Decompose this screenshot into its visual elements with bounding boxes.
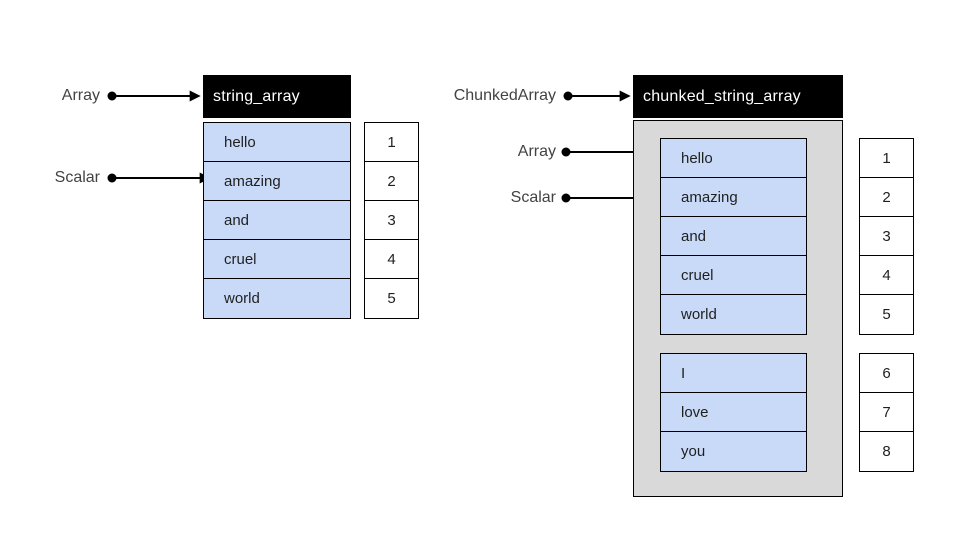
chunkedarray-pointer-label: ChunkedArray [453, 87, 556, 104]
array-cell: love [661, 393, 806, 432]
chunk-2-cells: I love you [660, 353, 807, 472]
chunk-2-index-column: 6 7 8 [859, 353, 914, 472]
array-cell: hello [661, 139, 806, 178]
array-cell: amazing [661, 178, 806, 217]
array-cell: cruel [661, 256, 806, 295]
array-cell: and [204, 201, 350, 240]
chunked-string-array-header: chunked_string_array [633, 75, 843, 118]
index-cell: 1 [365, 123, 418, 162]
array-cell: world [204, 279, 350, 318]
array-cell: hello [204, 123, 350, 162]
scalar-pointer-label: Scalar [54, 169, 100, 186]
index-cell: 3 [365, 201, 418, 240]
array-pointer-label: Array [61, 87, 100, 104]
index-cell: 2 [365, 162, 418, 201]
scalar-pointer-label: Scalar [510, 189, 556, 206]
index-cell: 8 [860, 432, 913, 471]
array-cell: I [661, 354, 806, 393]
index-cell: 6 [860, 354, 913, 393]
index-cell: 1 [860, 139, 913, 178]
array-cell: you [661, 432, 806, 471]
array-cell: cruel [204, 240, 350, 279]
array-pointer-label: Array [517, 143, 556, 160]
array-cell: amazing [204, 162, 350, 201]
string-array-cells: hello amazing and cruel world [203, 122, 351, 319]
left-array-pointer-arrow [107, 90, 201, 102]
left-scalar-pointer-arrow [107, 172, 211, 184]
index-cell: 7 [860, 393, 913, 432]
string-array-index-column: 1 2 3 4 5 [364, 122, 419, 319]
index-cell: 3 [860, 217, 913, 256]
index-cell: 4 [860, 256, 913, 295]
index-cell: 2 [860, 178, 913, 217]
chunk-1-index-column: 1 2 3 4 5 [859, 138, 914, 335]
string-array-header: string_array [203, 75, 351, 118]
index-cell: 5 [860, 295, 913, 334]
array-cell: world [661, 295, 806, 334]
index-cell: 4 [365, 240, 418, 279]
chunk-1-cells: hello amazing and cruel world [660, 138, 807, 335]
right-chunkedarray-pointer-arrow [563, 90, 631, 102]
array-cell: and [661, 217, 806, 256]
index-cell: 5 [365, 279, 418, 318]
